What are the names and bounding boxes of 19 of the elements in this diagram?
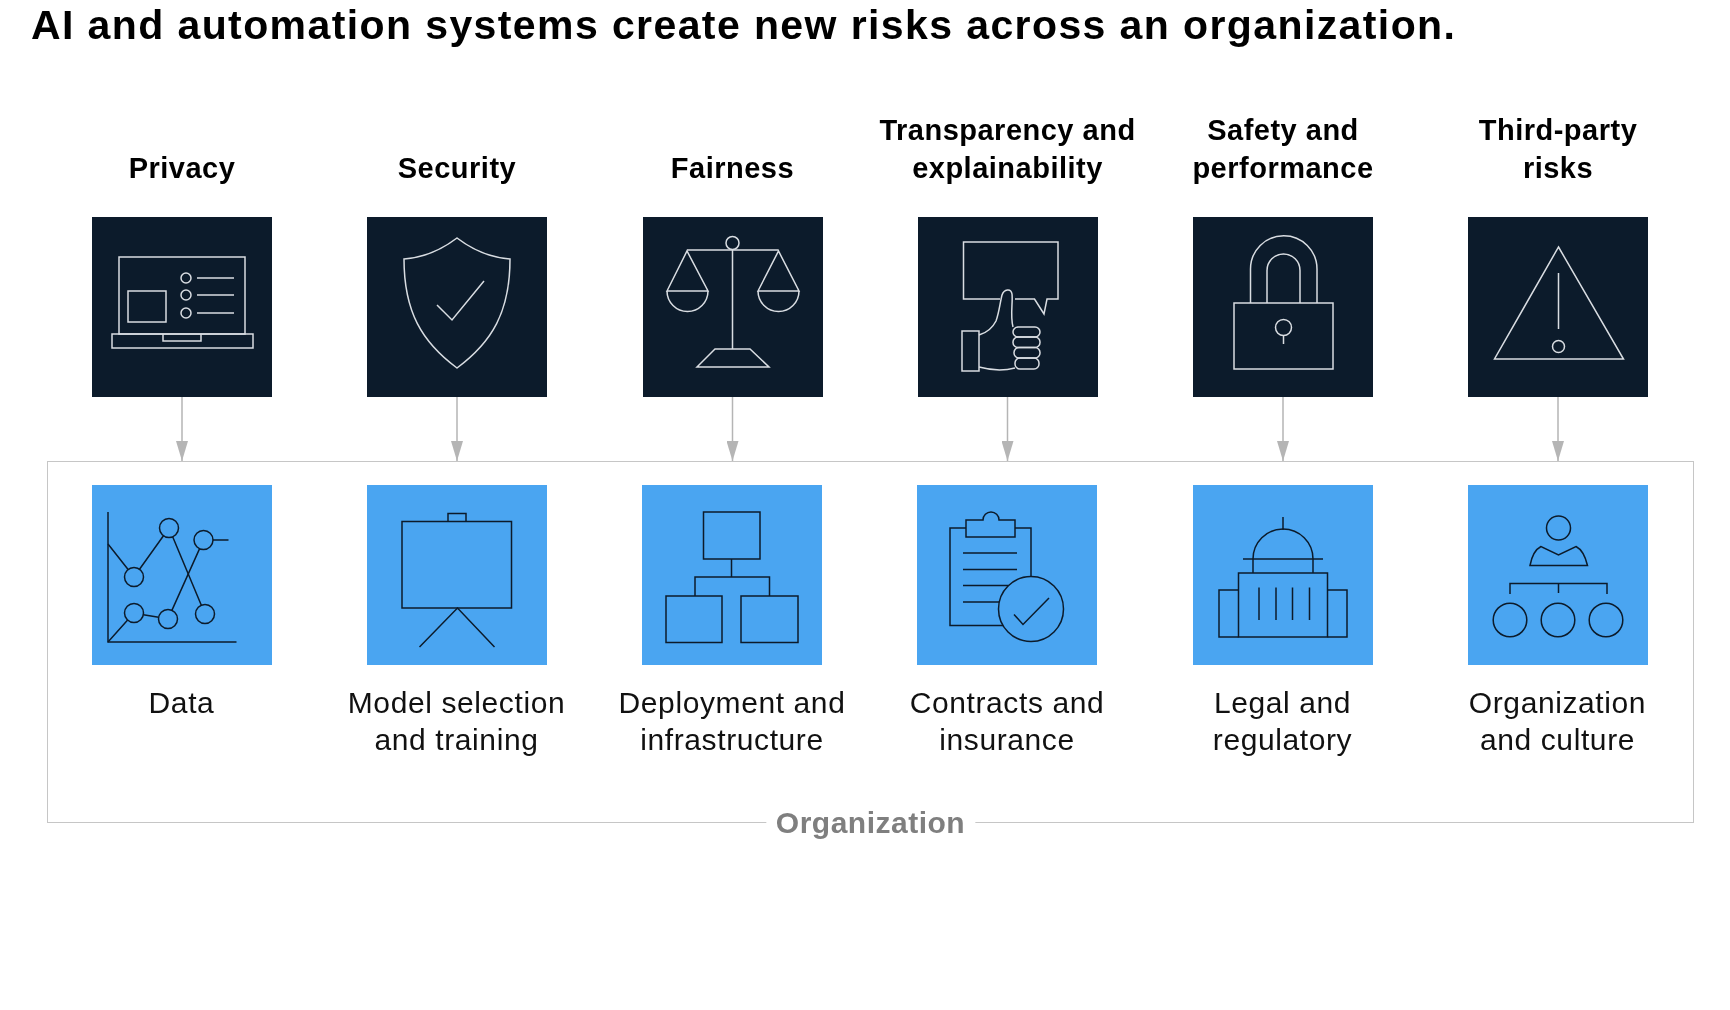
arrow <box>1552 396 1564 462</box>
arrow <box>176 396 188 462</box>
tile-heading: Security <box>396 151 518 186</box>
arrow <box>726 396 739 462</box>
tile-label: Model selection and training <box>346 684 567 758</box>
tile-label: Contracts and insurance <box>908 684 1106 758</box>
tile-heading: Privacy <box>127 151 237 186</box>
tile-heading: Safety and performance <box>1191 113 1375 186</box>
diagram-title: AI and automation systems create new risks across an organization. <box>31 1 1457 49</box>
tile-label: Organization and culture <box>1467 684 1648 758</box>
tile-label: Data <box>147 684 216 721</box>
tile-heading: Fairness <box>669 151 796 186</box>
tile-label: Deployment and infrastructure <box>617 684 847 758</box>
tile-label: Legal and regulatory <box>1211 684 1354 758</box>
tile-heading: Transparency and explainability <box>878 113 1137 186</box>
arrow <box>1001 396 1014 462</box>
tile-heading: Third-party risks <box>1477 113 1639 186</box>
arrow <box>1277 396 1289 462</box>
arrow <box>451 396 463 462</box>
